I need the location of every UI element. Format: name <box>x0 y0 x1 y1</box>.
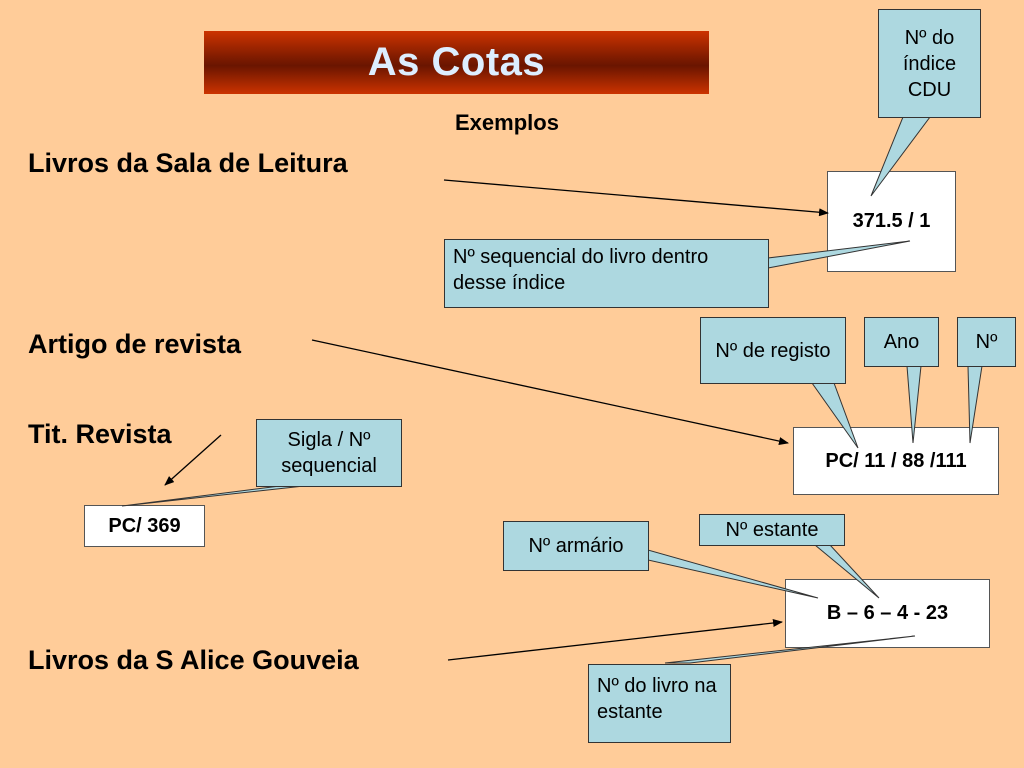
callout-livro-estante-text: Nº do livro na estante <box>597 675 717 723</box>
title-bar: As Cotas <box>204 31 709 94</box>
callout-estante-text: Nº estante <box>725 519 819 541</box>
tail-sigla <box>121 485 305 507</box>
subtitle: Exemplos <box>455 110 559 135</box>
callout-numero-text: Nº <box>975 331 998 353</box>
heading-s-alice-gouveia: Livros da S Alice Gouveia <box>28 645 359 675</box>
arrow-sala-leitura <box>443 179 829 217</box>
code-box-registo: PC/ 11 / 88 /111 <box>793 427 999 495</box>
page-title: As Cotas <box>367 40 546 84</box>
code-box-armario: B – 6 – 4 - 23 <box>785 579 990 648</box>
heading-tit-revista: Tit. Revista <box>28 419 172 449</box>
callout-ano: Ano <box>864 317 939 367</box>
code-box-cdu: 371.5 / 1 <box>827 171 956 272</box>
arrow-s-alice <box>447 619 783 661</box>
callout-armario-text: Nº armário <box>528 535 624 557</box>
callout-sigla: Sigla / Nº sequencial <box>256 419 402 487</box>
arrow-tit-revista <box>164 434 222 486</box>
heading-artigo-revista: Artigo de revista <box>28 329 242 359</box>
callout-ano-text: Ano <box>883 331 920 353</box>
callout-sigla-text: Sigla / Nº sequencial <box>281 429 377 477</box>
code-registo: PC/ 11 / 88 /111 <box>825 449 967 472</box>
callout-estante: Nº estante <box>699 514 845 546</box>
code-box-revista: PC/ 369 <box>84 505 205 547</box>
callout-indice-cdu: Nº do índice CDU <box>878 9 981 118</box>
callout-livro-estante: Nº do livro na estante <box>588 664 731 743</box>
callout-armario: Nº armário <box>503 521 649 571</box>
callout-sequencial-livro: Nº sequencial do livro dentro desse índi… <box>444 239 769 308</box>
callout-sequencial-livro-text: Nº sequencial do livro dentro desse índi… <box>453 246 709 294</box>
callout-numero: Nº <box>957 317 1016 367</box>
code-cdu: 371.5 / 1 <box>852 210 931 232</box>
callout-n-registo: Nº de registo <box>700 317 846 384</box>
code-revista: PC/ 369 <box>108 514 181 537</box>
code-armario: B – 6 – 4 - 23 <box>826 602 949 624</box>
callout-n-registo-text: Nº de registo <box>715 339 831 362</box>
heading-sala-leitura: Livros da Sala de Leitura <box>28 148 348 178</box>
callout-indice-cdu-text: Nº do índice CDU <box>902 26 957 101</box>
